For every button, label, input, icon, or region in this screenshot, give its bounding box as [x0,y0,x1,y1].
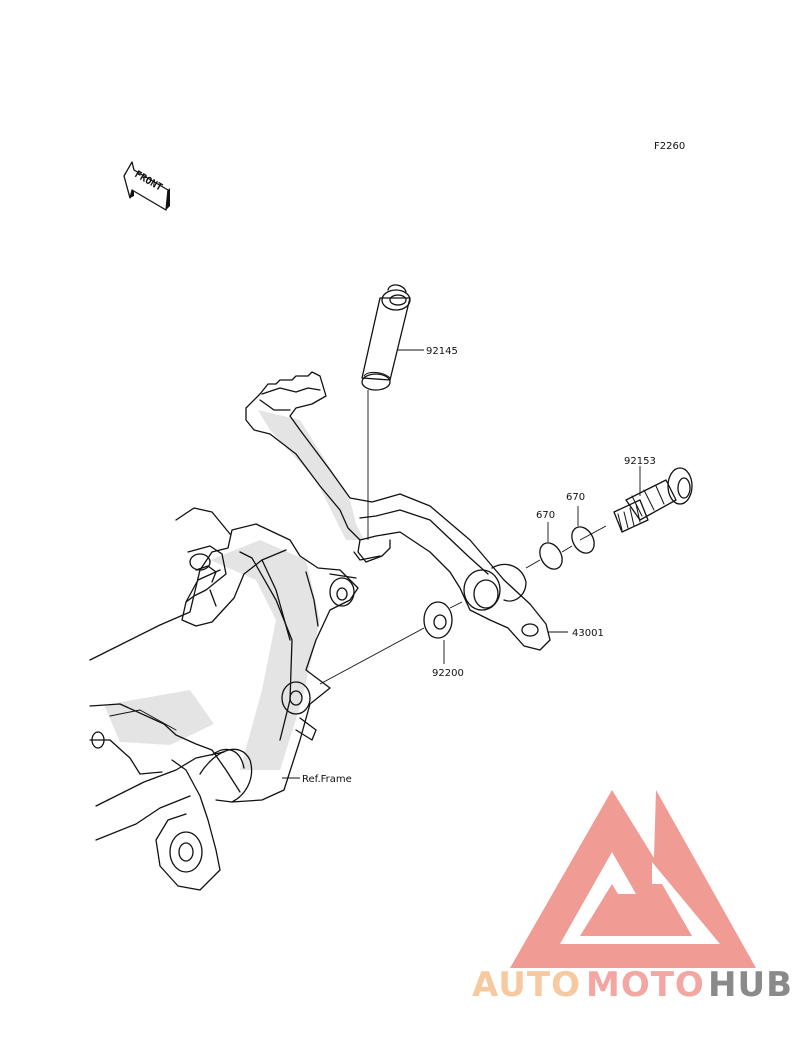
part-label-92200: 92200 [432,668,464,679]
part-label-670-b: 670 [566,492,585,503]
part-label-92145: 92145 [426,346,458,357]
watermark-word-moto: MOTO [586,965,705,1005]
part-label-43001: 43001 [572,628,604,639]
spring-part [361,284,424,540]
watermark-wordmark: AUTO MOTO HUB [472,965,793,1005]
o-ring-part-1 [539,522,563,570]
washer-part [319,601,463,685]
watermark-word-auto: AUTO [472,965,581,1005]
o-ring-part-2 [571,506,595,554]
bolt-part [579,466,693,541]
part-label-92153: 92153 [624,456,656,467]
reference-frame-drawing [89,507,359,891]
watermark-word-hub: HUB [708,965,793,1005]
brake-pedal-part [245,371,551,651]
assembly-leader-line [525,559,541,569]
front-arrow-icon: FRONT [123,161,170,211]
diagram-code: F2260 [654,141,685,152]
reference-frame-label: Ref.Frame [302,774,352,785]
part-label-670-a: 670 [536,510,555,521]
watermark-logo-icon [510,790,756,968]
assembly-leader-line-2 [561,545,573,553]
